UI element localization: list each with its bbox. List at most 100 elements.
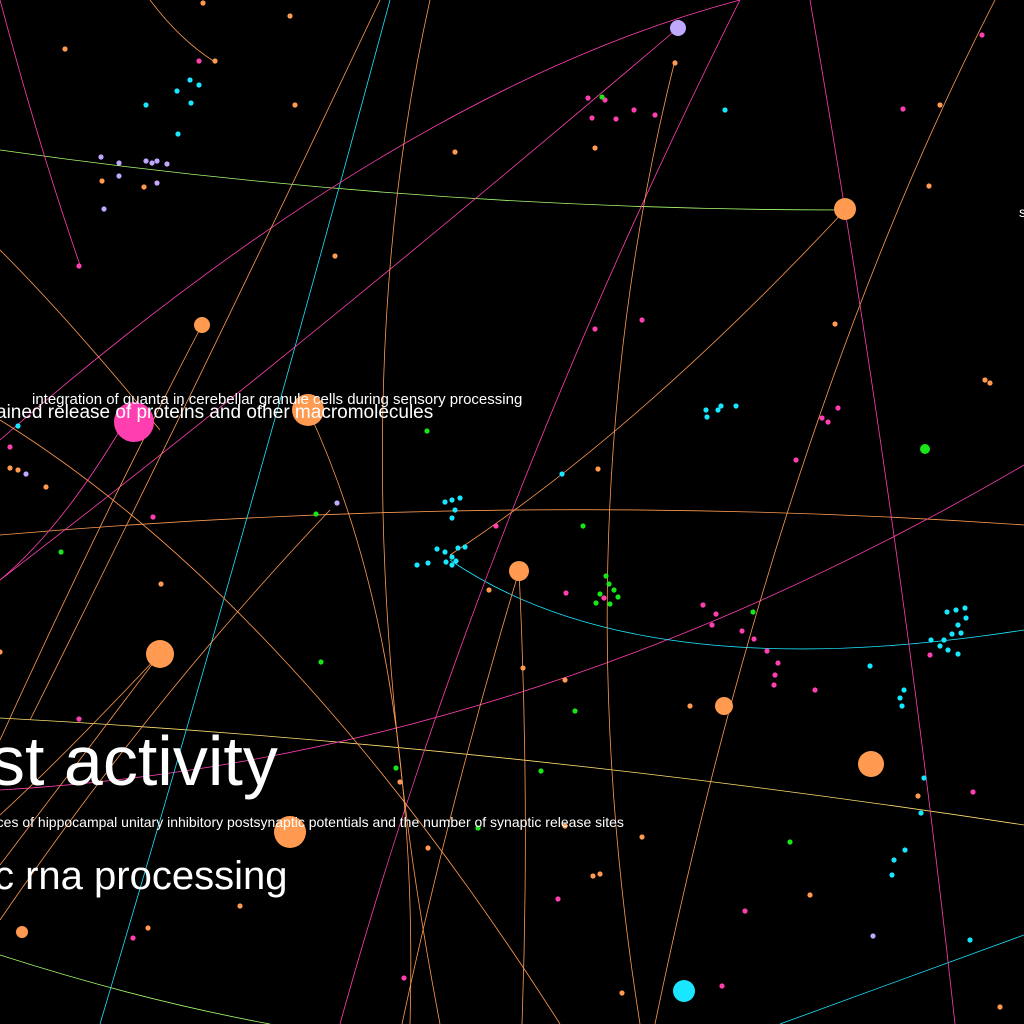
graph-edge [0, 429, 121, 581]
graph-node [116, 173, 122, 179]
graph-node [414, 562, 420, 568]
graph-node [613, 116, 619, 122]
graph-node [175, 131, 181, 137]
graph-node [718, 403, 724, 409]
graph-node [43, 484, 49, 490]
graph-node [442, 549, 448, 555]
graph-node [98, 154, 104, 160]
graph-node [673, 980, 695, 1002]
graph-node [937, 102, 943, 108]
graph-node [897, 695, 903, 701]
graph-node [194, 317, 210, 333]
graph-node [585, 95, 591, 101]
graph-node [793, 457, 799, 463]
graph-node [955, 651, 961, 657]
graph-node [918, 810, 924, 816]
graph-edge [339, 0, 741, 1024]
graph-node [334, 500, 340, 506]
graph-node [141, 184, 147, 190]
graph-node [462, 544, 468, 550]
graph-node [434, 546, 440, 552]
graph-node [751, 636, 757, 642]
graph-node [116, 160, 122, 166]
graph-node [611, 587, 617, 593]
graph-node [927, 652, 933, 658]
graph-node [915, 793, 921, 799]
graph-node [722, 107, 728, 113]
graph-node [15, 423, 21, 429]
graph-node [597, 591, 603, 597]
graph-node [453, 558, 459, 564]
graph-node [703, 407, 709, 413]
graph-edge [381, 0, 441, 1024]
graph-node [962, 605, 968, 611]
graph-node [200, 0, 206, 6]
graph-node [16, 926, 28, 938]
graph-node [819, 415, 825, 421]
graph-node [771, 682, 777, 688]
graph-node [764, 648, 770, 654]
graph-edge [0, 653, 161, 866]
graph-node [196, 58, 202, 64]
graph-node [313, 511, 319, 517]
graph-node [901, 687, 907, 693]
graph-node [555, 896, 561, 902]
graph-edge [149, 0, 216, 63]
graph-node [449, 554, 455, 560]
graph-node [670, 20, 686, 36]
graph-node [945, 647, 951, 653]
graph-node [928, 637, 934, 643]
node-label: st activity [0, 722, 278, 800]
graph-node [958, 630, 964, 636]
graph-node [926, 183, 932, 189]
graph-node [154, 158, 160, 164]
graph-node [979, 32, 985, 38]
graph-node [572, 708, 578, 714]
graph-edge [779, 934, 1024, 1024]
graph-node [62, 46, 68, 52]
graph-edge [0, 0, 741, 441]
graph-edge [449, 559, 1024, 650]
graph-node [397, 779, 403, 785]
graph-edge [0, 27, 679, 581]
node-label: rces of hippocampal unitary inhibitory p… [0, 814, 624, 830]
node-label: ained release of proteins and other macr… [0, 402, 434, 423]
graph-node [559, 471, 565, 477]
graph-node [742, 908, 748, 914]
graph-node [76, 263, 82, 269]
graph-edge [654, 0, 996, 1024]
graph-node [0, 649, 3, 655]
graph-node [425, 845, 431, 851]
graph-edge [29, 0, 381, 721]
node-layer [0, 0, 1003, 1010]
graph-node [937, 643, 943, 649]
graph-edge [99, 0, 391, 1024]
graph-node [772, 672, 778, 678]
graph-node [318, 659, 324, 665]
graph-node [292, 394, 324, 426]
graph-node [858, 751, 884, 777]
graph-node [953, 607, 959, 613]
graph-node [449, 515, 455, 521]
graph-node [987, 380, 993, 386]
graph-edge [0, 717, 1024, 826]
graph-node [562, 823, 568, 829]
graph-node [149, 160, 155, 166]
graph-node [700, 602, 706, 608]
graph-node [237, 903, 243, 909]
graph-node [592, 326, 598, 332]
graph-node [449, 562, 455, 568]
graph-node [825, 419, 831, 425]
graph-node [425, 560, 431, 566]
graph-edge [401, 570, 520, 1024]
graph-edge [0, 324, 203, 741]
graph-node [867, 663, 873, 669]
graph-edge [307, 409, 412, 1024]
graph-node [603, 573, 609, 579]
graph-node [592, 145, 598, 151]
graph-node [807, 892, 813, 898]
graph-node [997, 1004, 1003, 1010]
graph-node [870, 933, 876, 939]
graph-node [449, 497, 455, 503]
